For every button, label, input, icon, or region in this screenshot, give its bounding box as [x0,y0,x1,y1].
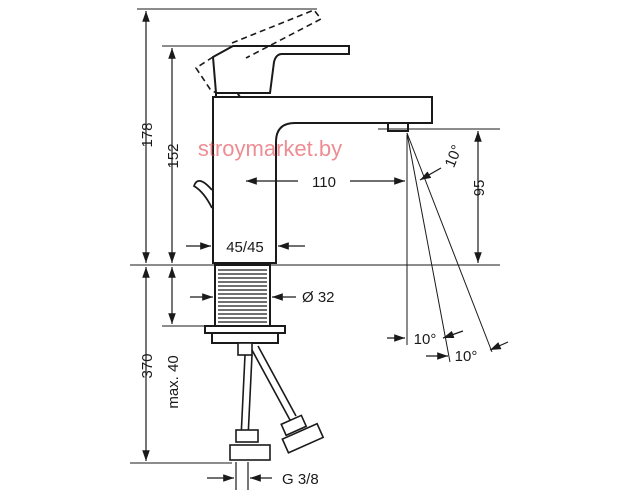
watermark-logo: stroymarket.by [198,136,342,161]
threaded-shank [214,264,271,327]
dim-thread-diameter: Ø 32 [302,289,335,306]
dim-angle-top: 10° [442,143,466,170]
dim-connection: G 3/8 [282,471,319,488]
lever-rotated-outline [194,9,323,94]
popup-rod [192,180,213,209]
dim-height-spout: 152 [165,143,182,168]
dim-reach: 110 [312,174,336,191]
extension-lines [130,8,500,464]
mounting-nut [204,325,286,344]
spray-angle-rays [406,132,493,363]
dim-below-deck: 370 [139,353,156,378]
dim-max-deck: max. 40 [165,355,182,408]
dim-lever-rotation: 45/45 [226,239,264,256]
lever-handle [211,45,350,94]
dim-spout-clearance: 95 [471,180,488,197]
supply-hoses [229,342,325,461]
dim-height-total: 178 [139,122,156,147]
dim-angle-left: 10° [414,331,437,348]
dimension-arrows [142,10,509,490]
dim-angle-right: 10° [455,348,478,365]
